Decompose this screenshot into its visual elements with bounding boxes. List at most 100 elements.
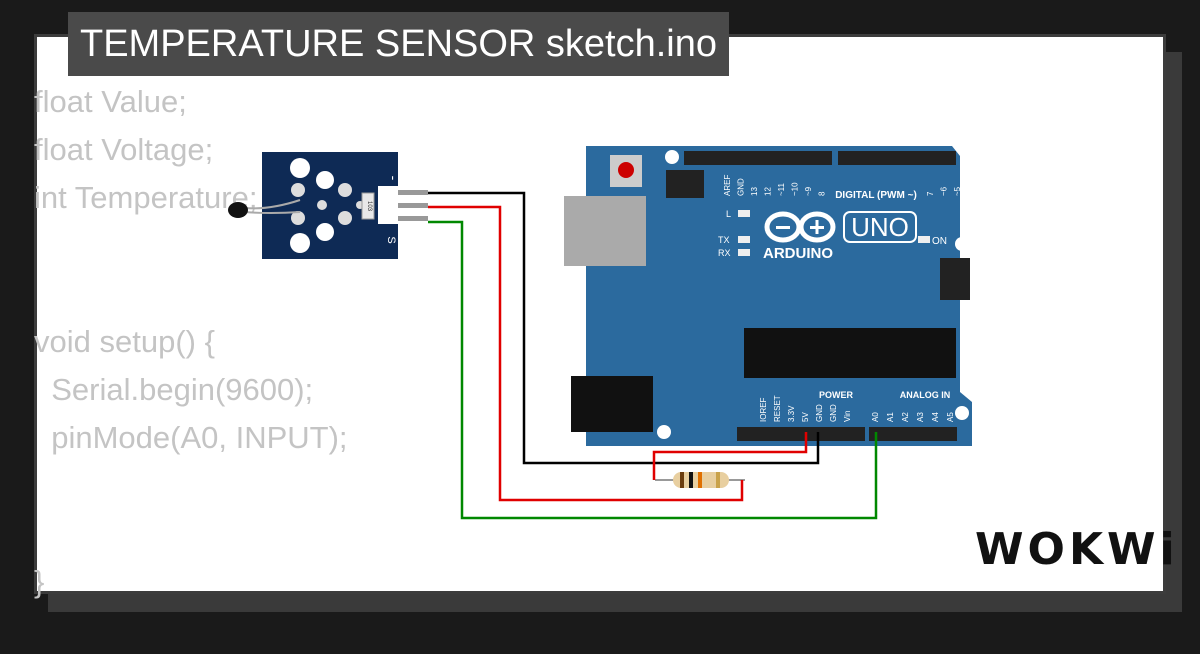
wire-gnd[interactable]	[428, 191, 820, 465]
sensor-pin[interactable]	[398, 190, 428, 195]
sensor-pin[interactable]	[398, 216, 428, 221]
sensor-minus-label: -	[386, 176, 402, 181]
uno-badge	[843, 211, 917, 243]
pin-label: 5V	[801, 412, 810, 422]
pin-label: A5	[946, 412, 955, 422]
pin-label: 12	[764, 187, 773, 196]
power-jack	[571, 376, 653, 432]
pin-label: A4	[931, 412, 940, 422]
mount-hole	[955, 237, 969, 251]
code-line: Serial.begin(9600);	[34, 372, 314, 407]
pin-label: GND	[829, 404, 838, 422]
sensor-pad	[317, 200, 327, 210]
arduino-uno-board[interactable]: DIGITAL (PWM ~) L TX RX ON ARDUINO UNO P…	[564, 146, 1030, 446]
sensor-pad	[291, 211, 305, 225]
usb-connector	[564, 196, 646, 266]
pin-label: A2	[901, 412, 910, 422]
sensor-pad	[316, 171, 334, 189]
resistor-band	[689, 472, 693, 488]
mount-hole	[657, 425, 671, 439]
pin-label: RX 0	[1021, 178, 1030, 196]
sensor-pad	[338, 183, 352, 197]
power-header[interactable]	[737, 427, 865, 441]
pin-label: AREF	[723, 175, 732, 196]
thermistor-lead	[244, 211, 301, 214]
digital-header-right[interactable]	[838, 151, 956, 165]
pin-label: ~3	[980, 186, 989, 196]
led-on	[918, 236, 930, 243]
pin-label: A3	[916, 412, 925, 422]
power-label: POWER	[819, 390, 854, 400]
temperature-sensor-module[interactable]: 103 - S	[228, 152, 428, 259]
resistor-band	[680, 472, 684, 488]
led-rx	[738, 249, 750, 256]
code-line: }	[34, 564, 45, 599]
reset-button[interactable]	[618, 162, 634, 178]
sensor-header	[378, 186, 400, 224]
analog-header[interactable]	[869, 427, 957, 441]
sensor-pad	[316, 223, 334, 241]
pin-label: IOREF	[759, 397, 768, 422]
sketch-title: TEMPERATURE SENSOR sketch.ino	[68, 12, 730, 76]
circuit-diagram: 103 - S DIGITAL (PWM ~) L TX RX	[228, 146, 1030, 520]
digital-header-left[interactable]	[684, 151, 832, 165]
led-tx	[738, 236, 750, 243]
sensor-resistor-code: 103	[366, 201, 372, 212]
sensor-hole	[290, 233, 310, 253]
sensor-pad	[291, 183, 305, 197]
pin-label: ~11	[777, 182, 786, 196]
pin-label: 4	[967, 191, 976, 196]
pin-label: ~5	[953, 186, 962, 196]
code-background: float Value; float Voltage; int Temperatur…	[34, 78, 348, 654]
wire-vcc[interactable]	[428, 205, 744, 502]
code-line: float Voltage;	[34, 132, 214, 167]
resistor-band	[716, 472, 720, 488]
model-label: UNO	[851, 212, 909, 242]
thermistor	[228, 202, 248, 218]
resistor-band	[698, 472, 702, 488]
atmega-chip	[744, 328, 956, 378]
icsp2-header	[940, 258, 970, 300]
pin-label: A0	[871, 412, 880, 422]
wokwi-logo: WOKWi	[975, 524, 1179, 575]
icsp-header	[666, 170, 704, 198]
pin-label: 2	[994, 191, 1003, 196]
sensor-pin[interactable]	[398, 203, 428, 208]
pin-label: 7	[926, 191, 935, 196]
code-line: pinMode(A0, INPUT);	[34, 420, 348, 455]
pin-label: ~9	[804, 186, 813, 196]
code-line: int Temperature;	[34, 180, 258, 215]
pin-label: 3.3V	[787, 405, 796, 422]
wire-vcc-resistor[interactable]	[652, 432, 808, 480]
sensor-resistor	[361, 192, 375, 220]
pin-label: A1	[886, 412, 895, 422]
analog-label: ANALOG IN	[900, 390, 951, 400]
pin-label: GND	[737, 178, 746, 196]
code-line: void setup() {	[34, 324, 215, 359]
resistor[interactable]	[655, 472, 745, 488]
sensor-pad	[338, 211, 352, 225]
pin-label: RESET	[773, 395, 782, 422]
sensor-hole	[290, 158, 310, 178]
mount-hole	[955, 406, 969, 420]
thermistor-lead	[244, 199, 301, 210]
arduino-infinity-icon	[764, 211, 836, 243]
led-on-label: ON	[932, 236, 947, 247]
pin-label: Vin	[843, 411, 852, 422]
code-line: float Value;	[34, 84, 187, 119]
pin-label: ~6	[940, 186, 949, 196]
pin-label: GND	[815, 404, 824, 422]
led-rx-label: RX	[718, 248, 731, 258]
sensor-s-label: S	[385, 236, 397, 243]
led-tx-label: TX	[718, 235, 730, 245]
pin-label: ~10	[791, 182, 800, 196]
digital-label: DIGITAL (PWM ~)	[835, 190, 917, 201]
wire-signal[interactable]	[428, 220, 878, 520]
led-l-label: L	[726, 209, 731, 219]
sensor-pcb	[262, 152, 398, 259]
pin-label: 8	[818, 191, 827, 196]
arduino-brand: ARDUINO	[763, 245, 833, 262]
pin-label: 13	[750, 187, 759, 196]
pin-label: TX 1	[1007, 179, 1016, 196]
led-l	[738, 210, 750, 217]
